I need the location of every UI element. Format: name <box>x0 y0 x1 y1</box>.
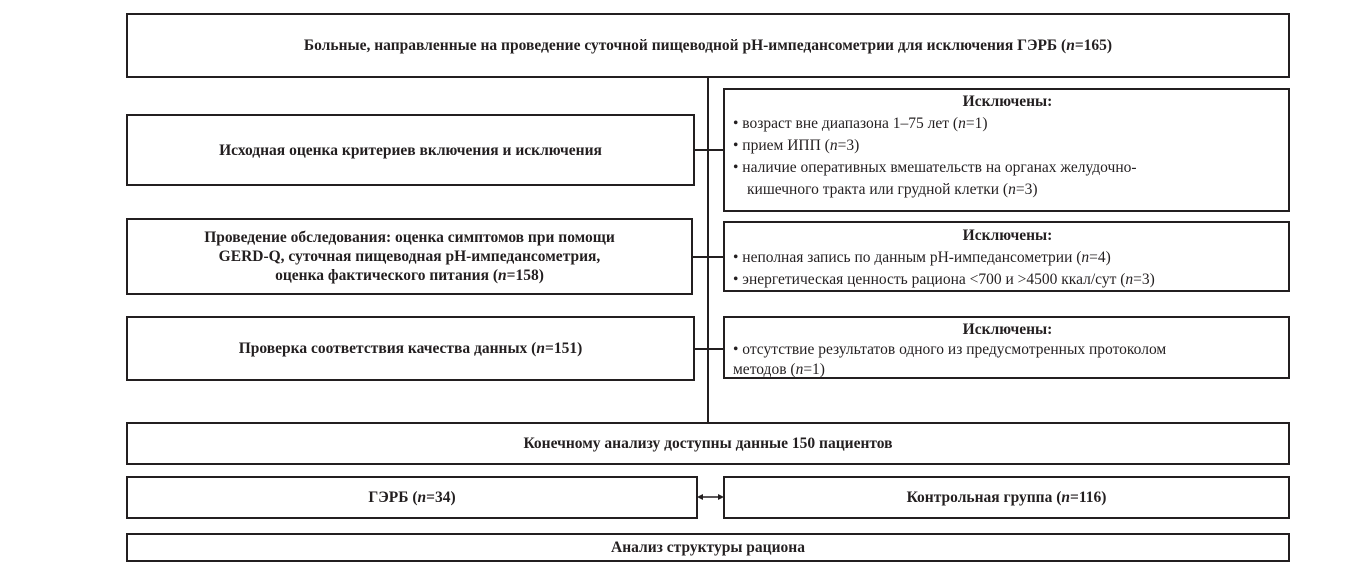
gerb-text: ГЭРБ (n=34) <box>368 488 455 507</box>
examination-line2: GERD-Q, суточная пищеводная pH-импедансо… <box>218 248 601 265</box>
excluded-box-3: Исключены: • отсутствие результатов одно… <box>723 316 1290 379</box>
excluded-title: Исключены: <box>962 227 1053 244</box>
control-group-box: Контрольная группа (n=116) <box>723 476 1290 519</box>
excluded-count: =3) <box>1133 271 1155 288</box>
initial-criteria-label: Исходная оценка критериев включения и ис… <box>219 141 602 159</box>
examination-line3: оценка фактического питания (n=158) <box>204 266 615 285</box>
examination-count: =158) <box>506 267 544 284</box>
initial-criteria-box: Исходная оценка критериев включения и ис… <box>126 114 695 186</box>
excluded-count: =3) <box>837 137 860 154</box>
excluded-reason-cont: кишечного тракта или грудной клетки (n=3… <box>733 179 1282 201</box>
excluded-reason-line2: кишечного тракта или грудной клетки ( <box>747 181 1009 198</box>
excluded-count: =4) <box>1089 249 1111 266</box>
diet-analysis-box: Анализ структуры рациона <box>126 533 1290 562</box>
gerb-group-box: ГЭРБ (n=34) <box>126 476 698 519</box>
excluded-title: Исключены: <box>962 93 1053 110</box>
enrolled-label: Больные, направленные на проведение суто… <box>303 37 1067 54</box>
excluded-count: =3) <box>1015 181 1038 198</box>
enrolled-patients-box: Больные, направленные на проведение суто… <box>126 13 1290 78</box>
n-symbol: n <box>536 340 545 357</box>
n-symbol: n <box>1125 271 1134 288</box>
data-quality-box: Проверка соответствия качества данных (n… <box>126 316 695 381</box>
enrolled-count: =165) <box>1074 37 1113 54</box>
n-symbol: n <box>1061 489 1071 506</box>
connector-excl1 <box>694 149 724 151</box>
excluded-reason: • возраст вне диапазона 1–75 лет ( <box>733 115 959 132</box>
examination-box: Проведение обследования: оценка симптомо… <box>126 218 693 295</box>
data-quality-count: =151) <box>544 340 583 357</box>
excluded-reason: • неполная запись по данным pH-импедансо… <box>733 249 1082 266</box>
final-analysis-label: Конечному анализу доступны данные 150 па… <box>523 435 893 452</box>
enrolled-text: Больные, направленные на проведение суто… <box>304 36 1112 55</box>
diet-analysis-label: Анализ структуры рациона <box>611 539 805 556</box>
excluded-reason: • наличие оперативных вмешательств на ор… <box>733 159 1137 176</box>
n-symbol: n <box>498 267 507 284</box>
double-arrow-icon <box>697 494 724 500</box>
excluded-reason-cont: методов (n=1) <box>733 360 1282 380</box>
data-quality-label: Проверка соответствия качества данных ( <box>238 340 537 357</box>
control-count: =116) <box>1070 489 1107 506</box>
n-symbol: n <box>1081 249 1090 266</box>
excluded-box-2: Исключены: • неполная запись по данным p… <box>723 221 1290 292</box>
connector-excl3 <box>694 348 724 350</box>
examination-text: Проведение обследования: оценка симптомо… <box>204 228 615 285</box>
connector-excl2 <box>692 256 724 258</box>
excluded-box-1: Исключены: • возраст вне диапазона 1–75 … <box>723 88 1290 212</box>
n-symbol: n <box>1008 181 1016 198</box>
final-analysis-box: Конечному анализу доступны данные 150 па… <box>126 422 1290 465</box>
excluded-reason: • отсутствие результатов одного из преду… <box>733 341 1167 358</box>
examination-line1: Проведение обследования: оценка симптомо… <box>204 229 615 246</box>
excluded-reason: • энергетическая ценность рациона <700 и… <box>733 271 1126 288</box>
excluded-count: =1) <box>803 361 825 378</box>
main-vertical-connector <box>707 77 709 423</box>
gerb-label: ГЭРБ ( <box>368 489 418 506</box>
n-symbol: n <box>1066 37 1075 54</box>
control-label: Контрольная группа ( <box>906 489 1062 506</box>
data-quality-text: Проверка соответствия качества данных (n… <box>239 339 582 358</box>
excluded-item: • возраст вне диапазона 1–75 лет (n=1) <box>733 113 1282 135</box>
n-symbol: n <box>958 115 966 132</box>
excluded-reason: • прием ИПП ( <box>733 137 830 154</box>
excluded-item: • прием ИПП (n=3) <box>733 135 1282 157</box>
excluded-item: • энергетическая ценность рациона <700 и… <box>733 269 1282 291</box>
excluded-item: • отсутствие результатов одного из преду… <box>733 340 1282 380</box>
excluded-item: • наличие оперативных вмешательств на ор… <box>733 157 1282 201</box>
excluded-item: • неполная запись по данным pH-импедансо… <box>733 247 1282 269</box>
excluded-title: Исключены: <box>962 321 1053 338</box>
n-symbol: n <box>829 137 838 154</box>
n-symbol: n <box>795 361 804 378</box>
excluded-reason-line2: методов ( <box>733 361 796 378</box>
n-symbol: n <box>417 489 427 506</box>
gerb-count: =34) <box>426 489 456 506</box>
control-text: Контрольная группа (n=116) <box>907 488 1107 507</box>
examination-line3-label: оценка фактического питания ( <box>275 267 499 284</box>
excluded-count: =1) <box>965 115 988 132</box>
